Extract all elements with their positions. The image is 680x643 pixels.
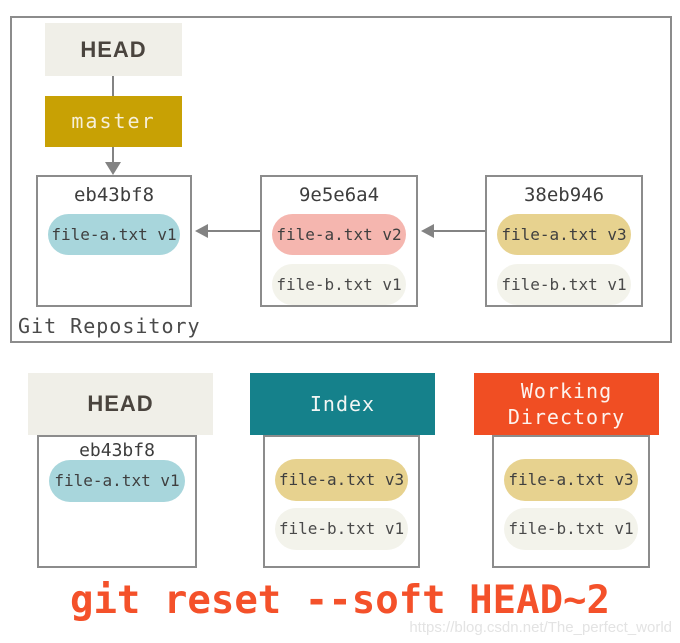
file-pill: file-a.txt v3 [504, 459, 638, 501]
commit-box-9e5e6a4: 9e5e6a4 file-a.txt v2 file-b.txt v1 [260, 175, 418, 307]
file-pill: file-b.txt v1 [272, 264, 406, 305]
watermark-url: https://blog.csdn.net/The_perfect_world [409, 619, 672, 636]
working-directory-title: Working Directory [507, 379, 626, 429]
index-area-header: Index [250, 373, 435, 435]
head-to-master-line [112, 76, 114, 96]
head-area-box: eb43bf8 file-a.txt v1 [37, 435, 197, 568]
file-pill: file-a.txt v3 [497, 214, 631, 255]
arrow-left-icon [195, 224, 208, 238]
command-caption: git reset --soft HEAD~2 [69, 578, 611, 623]
file-pill: file-b.txt v1 [497, 264, 631, 305]
file-pill: file-a.txt v2 [272, 214, 406, 255]
master-branch-box: master [45, 96, 182, 147]
head-area-header: HEAD [28, 373, 213, 435]
commit3-to-commit2-line [433, 230, 485, 232]
file-pill: file-b.txt v1 [504, 508, 638, 550]
arrow-left-icon [421, 224, 434, 238]
commit-id: 38eb946 [523, 184, 605, 206]
file-pill: file-a.txt v1 [49, 460, 185, 502]
file-pill: file-a.txt v1 [48, 214, 180, 255]
head-area-commit-id: eb43bf8 [79, 440, 155, 461]
master-to-commit-line [112, 147, 114, 163]
commit-id: 9e5e6a4 [298, 184, 380, 206]
index-area-box: file-a.txt v3 file-b.txt v1 [263, 435, 420, 568]
commit2-to-commit1-line [207, 230, 260, 232]
commit-id: eb43bf8 [73, 184, 155, 206]
commit-box-eb43bf8: eb43bf8 file-a.txt v1 [36, 175, 192, 307]
arrow-down-icon [105, 162, 121, 175]
git-repository-label: Git Repository [18, 314, 201, 338]
working-directory-box: file-a.txt v3 file-b.txt v1 [492, 435, 650, 568]
working-directory-header: Working Directory [474, 373, 659, 435]
commit-box-38eb946: 38eb946 file-a.txt v3 file-b.txt v1 [485, 175, 643, 307]
file-pill: file-b.txt v1 [275, 508, 408, 550]
file-pill: file-a.txt v3 [275, 459, 408, 501]
head-ref-box: HEAD [45, 23, 182, 76]
